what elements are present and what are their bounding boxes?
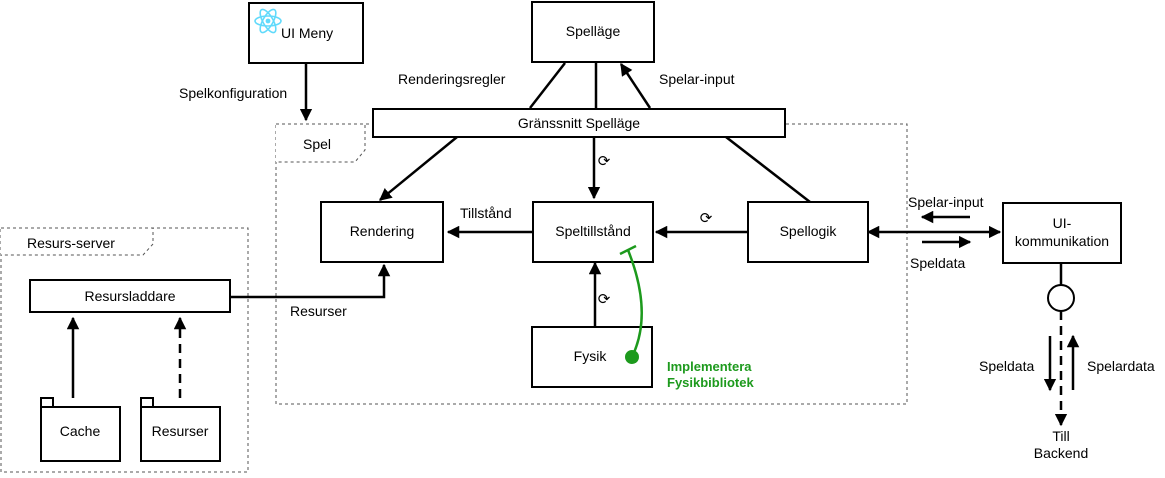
edges [66,62,1080,427]
label-tillstand: Tillstånd [460,205,512,221]
resurser-package-label: Resurser [152,423,209,439]
edge-labels: Spelkonfiguration Renderingsregler Spela… [179,71,1155,461]
spel-group-label: Spel [303,136,331,152]
edge-spellage-granssnitt-left [529,62,566,109]
node-granssnitt-spellage[interactable]: Gränssnitt Spelläge [372,108,786,138]
annotation-line1: Implementera [667,359,752,374]
spellage-label: Spelläge [566,23,621,39]
ui-komm-label-line2: kommunikation [1015,233,1109,249]
fysik-label: Fysik [574,348,608,364]
cache-label: Cache [60,423,101,439]
label-resurser-edge: Resurser [290,303,347,319]
node-spellage[interactable]: Spelläge [531,1,655,63]
spellogik-label: Spellogik [780,223,838,239]
sync-icon: ⟳ [700,209,713,227]
node-ui-kommunikation[interactable]: UI- kommunikation [1002,202,1122,264]
spel-group: Spel [275,123,908,405]
edge-granssnitt-to-rendering [379,136,458,201]
green-connector-line [626,249,644,358]
speltillstand-label: Speltillstånd [555,223,631,239]
sync-icon: ⟳ [598,290,611,308]
label-speldata-right: Speldata [910,255,965,271]
node-ui-meny[interactable]: UI Meny [248,2,364,64]
label-spelardata: Spelardata [1087,358,1155,374]
implementation-annotation: Implementera Fysikbibliotek [619,244,754,390]
label-renderingsregler: Renderingsregler [398,71,506,87]
node-resursladdare[interactable]: Resursladdare [29,279,231,313]
node-resurser-package[interactable]: Resurser [140,397,221,462]
green-bar-end [619,244,637,256]
label-spelkonfiguration: Spelkonfiguration [179,85,287,101]
granssnitt-label: Gränssnitt Spelläge [518,115,640,131]
rendering-label: Rendering [350,223,415,239]
annotation-line2: Fysikbibliotek [667,375,754,390]
label-backend: Backend [1034,445,1088,461]
label-till: Till [1052,428,1069,444]
edge-spelar-input-to-spellage [619,62,652,109]
resurs-server-group: Resurs-server [0,227,249,473]
label-speldata-bottom: Speldata [979,358,1034,374]
node-rendering[interactable]: Rendering [320,201,444,263]
interface-circle [1047,284,1075,312]
resursladdare-label: Resursladdare [84,288,175,304]
green-dot-end [625,350,639,364]
node-spellogik[interactable]: Spellogik [747,201,869,263]
edge-granssnitt-to-spellogik [725,136,811,203]
node-speltillstand[interactable]: Speltillstånd [532,201,654,263]
ui-meny-label: UI Meny [281,25,333,41]
resurs-server-group-label: Resurs-server [27,235,115,251]
label-spelar-input-top: Spelar-input [659,71,735,87]
label-spelar-input-right: Spelar-input [908,194,984,210]
edge-resursladdare-to-rendering [230,263,391,299]
sync-icon: ⟳ [598,152,611,170]
node-cache[interactable]: Cache [40,397,121,462]
ui-komm-label-line1: UI- [1053,215,1072,231]
